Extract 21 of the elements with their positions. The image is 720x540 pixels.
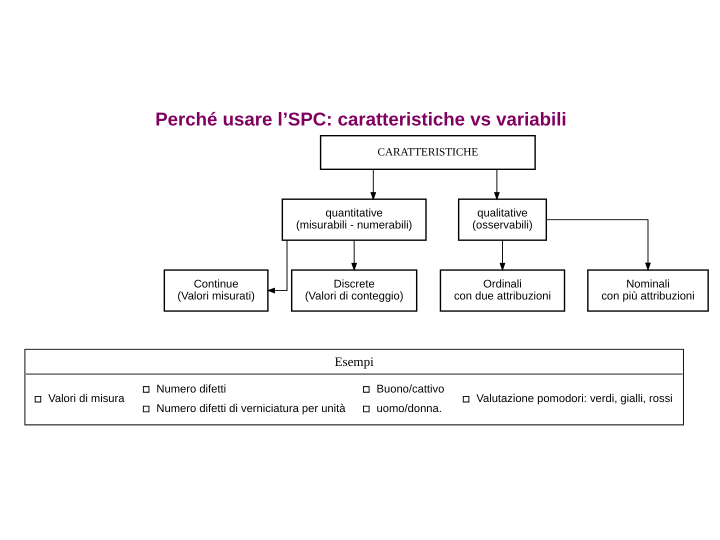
diagram-title: Perché usare l’SPC: caratteristiche vs variabili [155,108,567,129]
arrow [266,240,288,293]
node-box: CARATTERISTICHE [320,134,536,170]
arrow [351,240,358,271]
node-box: Discrete (Valori di conteggio) [290,268,418,312]
node-box: Nominali con più attribuzioni [587,268,709,312]
arrow [546,218,651,271]
node-box: Ordinali con due attribuzioni [440,268,566,312]
label: Numero difetti [156,382,226,395]
arrow [370,168,376,200]
arrow [494,168,500,200]
node-box: quantitative (misurabili - numerabili) [282,198,427,240]
arrow [500,240,506,271]
node-box: qualitative (osservabili) [458,198,548,240]
node-box: Continue (Valori misurati) [164,268,269,312]
label: uomo/donna. [376,402,442,414]
label: Buono/cattivo [376,382,444,395]
label: Valutazione pomodori: verdi, gialli, rossi [476,392,673,405]
label: Numero difetti di verniciatura per unità [156,402,346,414]
label: Esempi [334,353,374,368]
label: Valori di misura [48,392,124,405]
